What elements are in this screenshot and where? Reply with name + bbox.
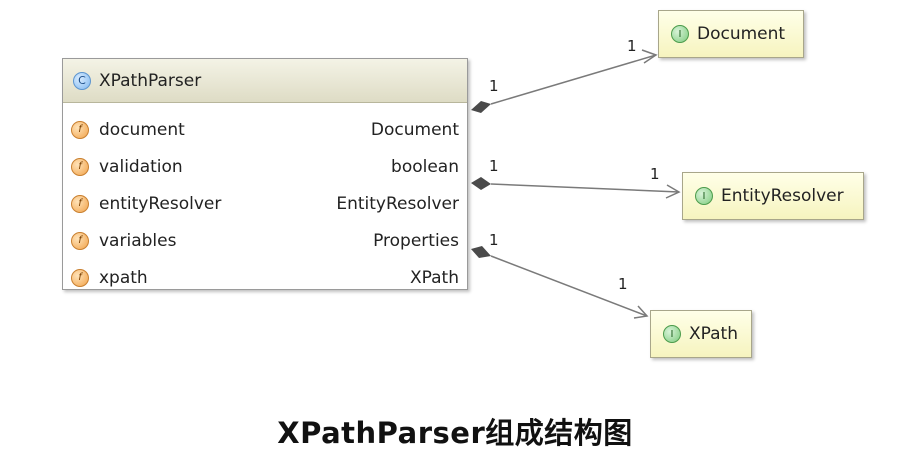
association-document <box>471 49 658 113</box>
arrowhead-xpath <box>633 305 649 319</box>
class-name: XPathParser <box>99 70 202 91</box>
multiplicity-source-document: 1 <box>489 77 499 95</box>
field-type: Document <box>370 119 459 140</box>
interface-icon: I <box>663 325 681 343</box>
field-name: document <box>99 119 185 140</box>
interface-name: Document <box>697 24 786 44</box>
field-icon: f <box>71 120 89 139</box>
field-icon: f <box>71 268 89 287</box>
association-xpath <box>471 246 649 319</box>
xpathparser-class[interactable]: C XPathParser f document Document f vali… <box>62 58 468 290</box>
multiplicity-source-xpath: 1 <box>489 231 499 249</box>
field-name: entityResolver <box>99 193 222 214</box>
entity-resolver-interface[interactable]: I EntityResolver <box>682 172 864 220</box>
xpath-interface[interactable]: I XPath <box>650 310 752 358</box>
field-type: Properties <box>373 230 459 251</box>
field-icon: f <box>71 194 89 213</box>
arrowhead-document <box>641 49 658 64</box>
interface-name: EntityResolver <box>721 186 844 206</box>
composition-diamond-entity-resolver <box>471 177 491 190</box>
field-type: boolean <box>391 156 459 177</box>
multiplicity-source-entity-resolver: 1 <box>489 157 499 175</box>
field-name: variables <box>99 230 177 251</box>
field-icon: f <box>71 231 89 250</box>
field-type: XPath <box>410 267 459 288</box>
association-entity-resolver <box>471 177 681 199</box>
interface-icon: I <box>695 187 713 205</box>
class-icon: C <box>73 71 91 90</box>
field-name: validation <box>99 156 183 177</box>
field-row-variables[interactable]: f variables Properties <box>63 222 467 259</box>
document-interface[interactable]: I Document <box>658 10 804 58</box>
multiplicity-target-document: 1 <box>627 37 637 55</box>
arrowhead-entity-resolver <box>665 184 681 199</box>
interface-icon: I <box>671 25 689 43</box>
connector-line-entity-resolver <box>490 183 680 193</box>
connector-line-document <box>490 54 657 105</box>
field-list: f document Document f validation boolean… <box>63 103 467 296</box>
multiplicity-target-entity-resolver: 1 <box>650 165 660 183</box>
multiplicity-target-xpath: 1 <box>618 275 628 293</box>
class-header: C XPathParser <box>63 59 467 103</box>
field-row-xpath[interactable]: f xpath XPath <box>63 259 467 296</box>
field-row-entity-resolver[interactable]: f entityResolver EntityResolver <box>63 185 467 222</box>
connector-line-xpath <box>490 255 648 317</box>
field-type: EntityResolver <box>336 193 459 214</box>
interface-name: XPath <box>689 324 738 344</box>
field-row-validation[interactable]: f validation boolean <box>63 148 467 185</box>
diagram-caption: XPathParser组成结构图 <box>277 416 633 450</box>
composition-diamond-document <box>471 101 491 113</box>
field-row-document[interactable]: f document Document <box>63 111 467 148</box>
field-name: xpath <box>99 267 148 288</box>
field-icon: f <box>71 157 89 176</box>
composition-diamond-xpath <box>471 246 491 258</box>
